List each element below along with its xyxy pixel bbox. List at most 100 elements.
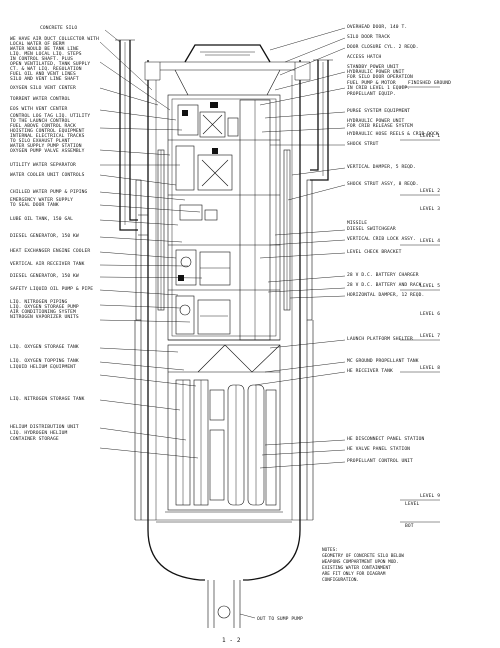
right-label: STANDBY POWER UNIT: [347, 64, 399, 70]
left-label: OXYGEN PUMP VALVE ASSEMBLY: [10, 148, 85, 154]
left-labels: CONCRETE SILO WE HAVE AIR DUCT COLLECTOR…: [10, 25, 99, 442]
left-label: NITROGEN VAPORIZER UNITS: [10, 314, 79, 320]
left-label: LIQ. NITROGEN STORAGE TANK: [10, 396, 85, 402]
right-label: DIESEL SWITCHGEAR: [347, 226, 396, 232]
page-number: 1 - 2: [222, 637, 241, 644]
right-label: SHOCK STRUT: [347, 141, 379, 147]
left-label: CONTROL LOG TAG LIQ. UTILITY: [10, 113, 90, 119]
left-label: LIQ. MEN LOCAL LIQ. STEPS: [10, 51, 82, 57]
level-label: LEVEL 7: [420, 333, 440, 339]
right-label: 28 V D.C. BATTERY AND RACK: [347, 282, 422, 288]
left-label: IN CONTROL SHAFT. PLUS: [10, 56, 73, 62]
right-label: FOR SILO DOOR OPERATION: [347, 74, 413, 80]
level-label: LEVEL 3: [420, 206, 440, 212]
right-label: VERTICAL CRIB LOCK ASSY.: [347, 236, 416, 242]
left-label: FUEL OIL AND VENT LINES: [10, 71, 76, 77]
right-label: HORIZONTAL DAMPER, 12 REQD.: [347, 292, 424, 298]
left-label: WATER SUPPLY PUMP STATION: [10, 143, 82, 149]
left-label: AIR CONDITIONING SYSTEM: [10, 309, 76, 315]
left-label: HEAT EXCHANGER ENGINE COOLER: [10, 248, 90, 254]
notes-line: GEOMETRY OF CONCRETE SILO BELOW: [322, 553, 404, 559]
left-label: WATER COOLER UNIT CONTROLS: [10, 172, 85, 178]
level-label: LEVEL 6: [420, 311, 440, 317]
notes-line: CONFIGURATION.: [322, 577, 359, 583]
level-3-equipment: [175, 249, 231, 335]
left-label: CONTAINER STORAGE: [10, 436, 59, 442]
right-label: VERTICAL DAMPER, 5 REQD.: [347, 164, 416, 170]
left-label: WATER WOULD BE TANK LINE: [10, 46, 79, 52]
left-label: CT. & WAT LIQ. REGULATION: [10, 66, 82, 72]
propellant-compartment: [167, 344, 281, 511]
right-label: HYDRAULIC HOSE REELS & CRIB DOCK: [347, 131, 439, 137]
right-label: HE DISCONNECT PANEL STATION: [347, 436, 425, 442]
level-label: LEVEL 9: [420, 493, 440, 499]
right-label: HYDRAULIC POWER UNIT: [347, 69, 404, 75]
right-label: MC GROUND PROPELLANT TANK: [347, 358, 419, 364]
notes-line: ARE FIT ONLY FOR DIAGRAM: [322, 571, 386, 577]
left-label: EMERGENCY WATER SUPPLY: [10, 197, 73, 203]
left-label: UTILITY WATER SEPARATOR: [10, 162, 76, 168]
level-2-equipment: [175, 145, 233, 221]
right-label: PROPELLANT CONTROL UNIT: [347, 458, 413, 464]
left-label: TO SEAL DOOR TANK: [10, 202, 59, 208]
notes-block: NOTES: GEOMETRY OF CONCRETE SILO BELOW W…: [322, 547, 404, 583]
left-label: SAFETY LIQUID OIL PUMP & PIPE: [10, 286, 93, 292]
right-label: MISSILE: [347, 220, 367, 226]
left-exhaust-shaft: [115, 39, 148, 236]
sump-leader: [239, 613, 256, 619]
notes-line: EXISTING WATER CONTAINMENT: [322, 565, 391, 571]
left-label: INTERNAL ELECTRICAL TRACKS: [10, 133, 85, 139]
right-label: 28 V D.C. BATTERY CHARGER: [347, 272, 419, 278]
right-label: IN CRIB LEVEL 1 EQUIP.: [347, 85, 410, 91]
level-label: FINISHED GROUND: [408, 80, 451, 86]
crib-structure: [167, 94, 281, 341]
notes-title: NOTES:: [322, 547, 338, 553]
level-label: LEVEL 4: [420, 238, 440, 244]
right-label: FOR CRIB RELEASE SYSTEM: [347, 123, 413, 129]
left-label: FUEL ABOVE CONTROL RACK: [10, 123, 76, 129]
left-label: DIESEL GENERATOR, 150 KW: [10, 233, 79, 239]
right-label: HE VALVE PANEL STATION: [347, 446, 410, 452]
left-label: TO SILO EXHAUST PLANT: [10, 138, 70, 144]
level-markers: [400, 86, 440, 523]
right-label: OVERHEAD DOOR, 140 T.: [347, 24, 407, 30]
sump-label: OUT TO SUMP PUMP: [257, 616, 303, 622]
notes-line: WEAPONS COMPARTMENT UPON MOD.: [322, 559, 399, 565]
right-label: FUEL PUMP & MOTOR: [347, 80, 396, 86]
left-label: OPEN VENTILATED, TANK SUPPLY: [10, 61, 90, 67]
right-vent-shaft: [310, 59, 333, 181]
right-label: BOT: [405, 523, 414, 529]
level-label: LEVEL 8: [420, 365, 440, 371]
left-label: LIQ. OXYGEN STORAGE PUMP: [10, 304, 79, 310]
left-label: LIQ. OXYGEN TOPPING TANK: [10, 358, 79, 364]
silo-door: [144, 44, 311, 96]
right-labels: OVERHEAD DOOR, 140 T. SILO DOOR TRACK DO…: [347, 24, 439, 529]
left-label: LOCAL WATER OF BERM: [10, 41, 65, 47]
left-label: EOS WITH VENT CENTER: [10, 106, 67, 112]
right-label: LEVEL: [405, 501, 419, 507]
right-label: SILO DOOR TRACK: [347, 34, 390, 40]
right-label: LEVEL CHECK BRACKET: [347, 249, 402, 255]
level-1-equipment: [177, 102, 239, 138]
right-label: DOOR CLOSURE CYL. 2 REQD.: [347, 44, 419, 50]
left-leader-lines: [99, 29, 203, 459]
right-label: SHOCK STRUT ASSY, 8 REQD.: [347, 181, 419, 187]
left-label: LIQ. NITROGEN PIPING: [10, 299, 67, 305]
level-label: LEVEL 2: [420, 188, 440, 194]
right-label: LAUNCH PLATFORM SHELTER: [347, 336, 413, 342]
left-label: WE HAVE AIR DUCT COLLECTOR WITH: [10, 36, 99, 42]
lower-silo-columns: [134, 320, 314, 521]
left-label: LUBE OIL TANK, 150 GAL: [10, 216, 73, 222]
right-label: HYDRAULIC POWER UNIT: [347, 118, 404, 124]
left-label: HELIUM DISTRIBUTION UNIT: [10, 424, 79, 430]
left-label: LIQ. HYDROGEN HELIUM: [10, 430, 67, 436]
right-label: HE RECEIVER TANK: [347, 368, 393, 374]
right-label: PURGE SYSTEM EQUIPMENT: [347, 108, 410, 114]
left-label: HOISTING CONTROL EQUIPMENT: [10, 128, 85, 134]
left-label: TORRENT WATER CONTROL: [10, 96, 70, 102]
left-label: LIQ. OXYGEN STORAGE TANK: [10, 344, 79, 350]
left-label: LIQUID HELIUM EQUIPMENT: [10, 364, 76, 370]
right-label: PROPELLANT EQUIP.: [347, 91, 396, 97]
left-label: TO THE LAUNCH CONTROL: [10, 118, 70, 124]
